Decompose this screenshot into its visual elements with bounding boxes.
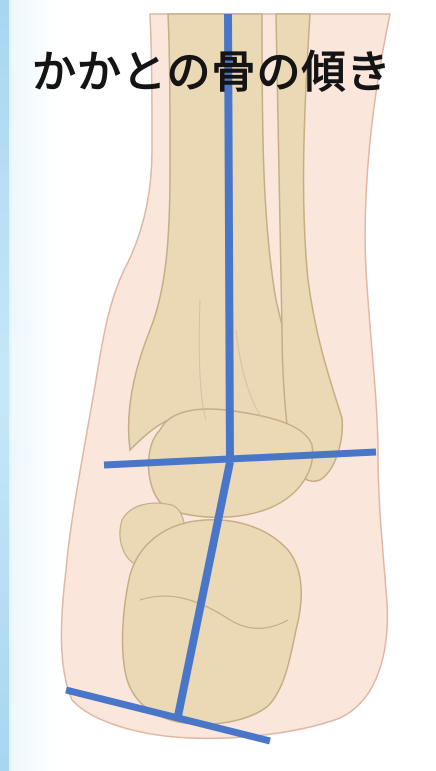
page-title: かかとの骨の傾き (32, 47, 392, 99)
